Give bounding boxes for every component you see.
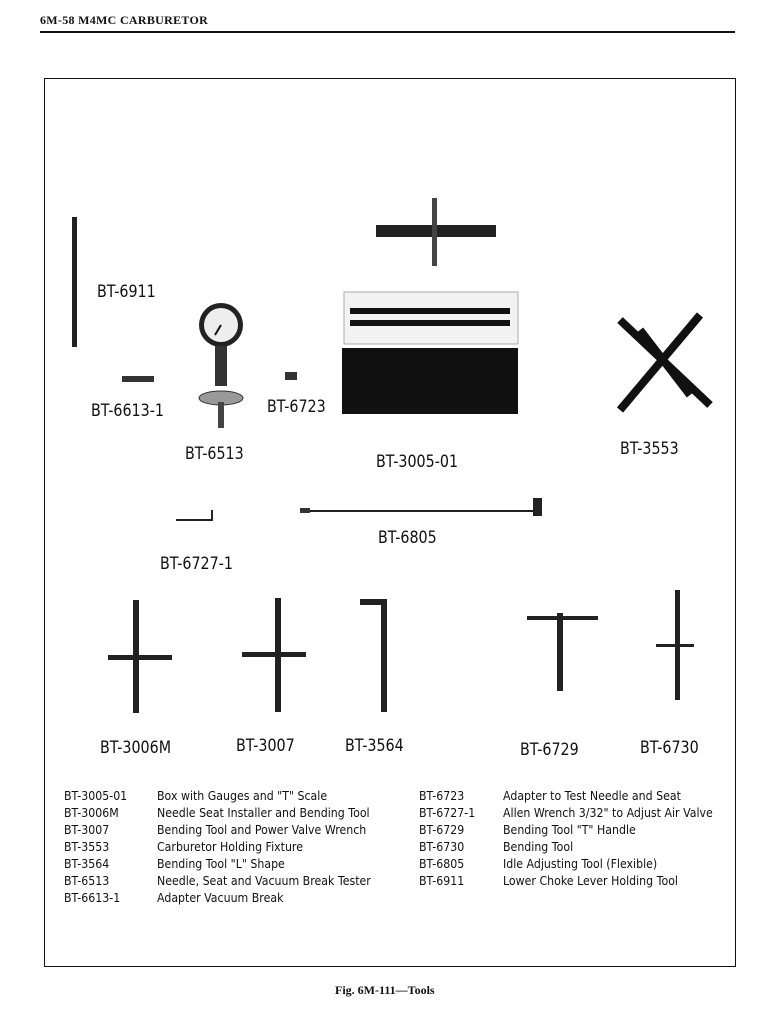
label-bt6730: BT-6730 bbox=[640, 738, 699, 758]
legend-code: BT-6805 bbox=[419, 856, 465, 871]
tool-bt6613-1-adapter bbox=[122, 376, 154, 382]
legend-left-codes: BT-3005-01 BT-3006M BT-3007 BT-3553 BT-3… bbox=[64, 787, 127, 906]
label-bt6727-1: BT-6727-1 bbox=[160, 554, 233, 574]
legend-desc: Adapter to Test Needle and Seat bbox=[503, 788, 681, 803]
label-bt6723: BT-6723 bbox=[267, 397, 326, 417]
tool-bt6723-adapter bbox=[285, 372, 297, 380]
page-header: 6M-58 M4MC CARBURETOR bbox=[40, 13, 209, 27]
legend-code: BT-3564 bbox=[64, 856, 110, 871]
legend-desc: Bending Tool bbox=[503, 839, 574, 854]
label-bt3564: BT-3564 bbox=[345, 736, 404, 756]
tool-bt3553-fixture bbox=[616, 312, 713, 413]
tool-bt3564-l bbox=[360, 599, 387, 712]
legend-code: BT-6729 bbox=[419, 822, 465, 837]
legend-right-descriptions: Adapter to Test Needle and Seat Allen Wr… bbox=[503, 787, 713, 889]
legend-desc: Needle Seat Installer and Bending Tool bbox=[157, 805, 370, 820]
legend-code: BT-6911 bbox=[419, 873, 465, 888]
legend-code: BT-6727-1 bbox=[419, 805, 476, 820]
legend-desc: Idle Adjusting Tool (Flexible) bbox=[503, 856, 658, 871]
legend-code: BT-6513 bbox=[64, 873, 110, 888]
label-bt3006m: BT-3006M bbox=[100, 738, 172, 758]
tool-bt6730-rod bbox=[656, 590, 694, 700]
legend-desc: Adapter Vacuum Break bbox=[157, 890, 284, 905]
legend-desc: Lower Choke Lever Holding Tool bbox=[503, 873, 678, 888]
legend-code: BT-6730 bbox=[419, 839, 465, 854]
legend-desc: Carburetor Holding Fixture bbox=[157, 839, 303, 854]
tool-bt6729-t bbox=[527, 613, 598, 691]
legend-desc: Bending Tool and Power Valve Wrench bbox=[157, 822, 367, 837]
legend-desc: Box with Gauges and "T" Scale bbox=[157, 788, 328, 803]
tool-bt3006m-t bbox=[108, 600, 172, 713]
label-bt3553: BT-3553 bbox=[620, 439, 679, 459]
legend-code: BT-3007 bbox=[64, 822, 110, 837]
label-bt6729: BT-6729 bbox=[520, 740, 579, 760]
legend-code: BT-3005-01 bbox=[64, 788, 128, 803]
figure-frame bbox=[44, 78, 736, 967]
tool-bt3007-t bbox=[242, 598, 306, 712]
legend-left-descriptions: Box with Gauges and "T" Scale Needle Sea… bbox=[157, 787, 371, 906]
tool-bt6513-gauge bbox=[198, 303, 244, 428]
legend-right-codes: BT-6723 BT-6727-1 BT-6729 BT-6730 BT-680… bbox=[419, 787, 475, 889]
legend-code: BT-6723 bbox=[419, 788, 465, 803]
label-bt6613-1: BT-6613-1 bbox=[91, 401, 164, 421]
label-bt3007: BT-3007 bbox=[236, 736, 295, 756]
legend-desc: Bending Tool "L" Shape bbox=[157, 856, 285, 871]
label-bt6805: BT-6805 bbox=[378, 528, 437, 548]
label-bt6513: BT-6513 bbox=[185, 444, 244, 464]
legend-code: BT-3553 bbox=[64, 839, 110, 854]
figure-caption: Fig. 6M-111—Tools bbox=[335, 983, 435, 997]
legend-code: BT-3006M bbox=[64, 805, 119, 820]
label-bt6911: BT-6911 bbox=[97, 282, 156, 302]
tool-bt3005-01-box bbox=[342, 198, 519, 414]
tool-bt6911-rod bbox=[72, 217, 77, 347]
header-rule bbox=[40, 31, 735, 33]
tool-bt6727-1-wrench bbox=[176, 510, 213, 521]
legend-code: BT-6613-1 bbox=[64, 890, 121, 905]
label-bt3005-01: BT-3005-01 bbox=[376, 452, 459, 472]
legend-desc: Needle, Seat and Vacuum Break Tester bbox=[157, 873, 371, 888]
legend-desc: Bending Tool "T" Handle bbox=[503, 822, 636, 837]
legend-desc: Allen Wrench 3/32" to Adjust Air Valve bbox=[503, 805, 713, 820]
tool-bt6805-flex bbox=[300, 498, 542, 516]
